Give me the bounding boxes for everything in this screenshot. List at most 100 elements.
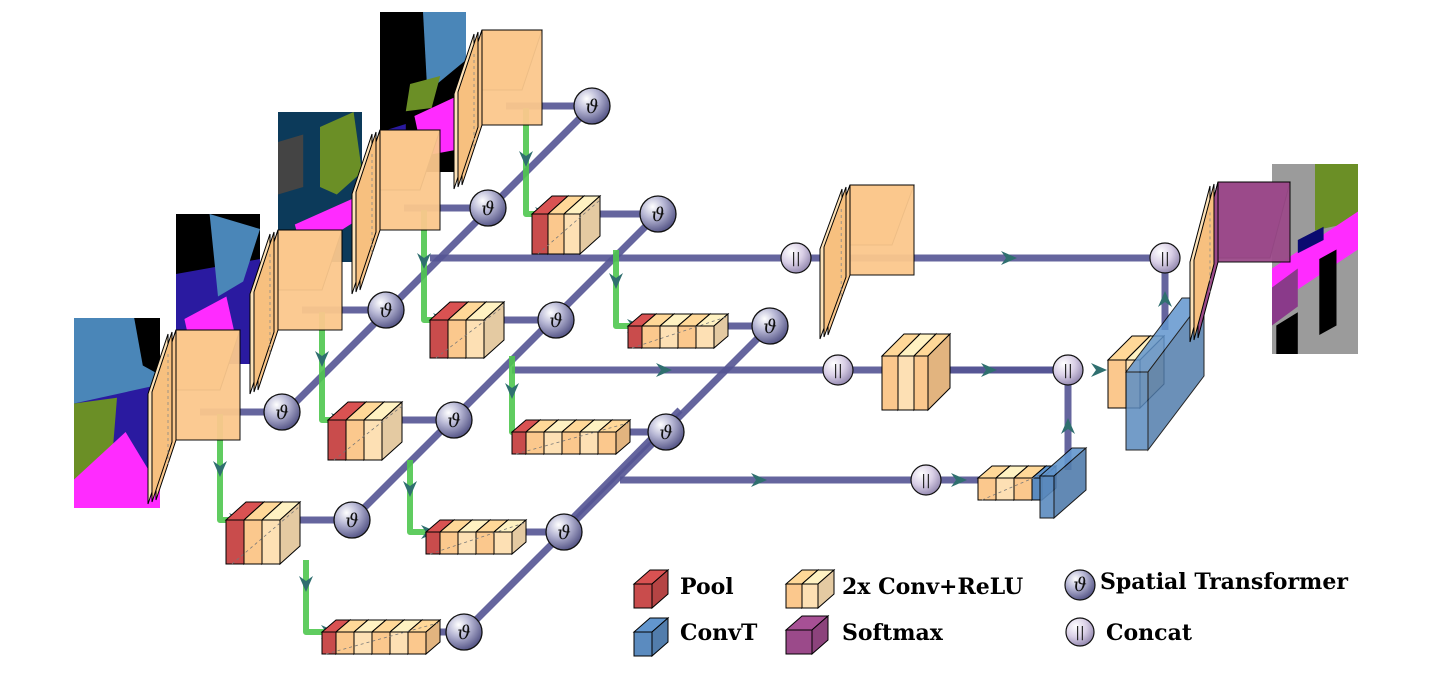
encoder-row-2c-seg-5	[596, 418, 632, 456]
spatial-transformer-node-4: ϑ	[333, 501, 371, 539]
skip-arrow-6	[505, 383, 519, 399]
skip-arrow-5	[403, 481, 417, 497]
spatial-transformer-node-9: ϑ	[545, 513, 583, 551]
encoder-row-2d-seg-4	[694, 312, 730, 350]
encoder-slab-2	[351, 129, 441, 295]
flow-arrow-0	[1001, 251, 1017, 265]
concat-node-mid-right: ||	[1052, 354, 1084, 386]
legend-icon-concat-symbol: ||	[1075, 625, 1084, 641]
segmentation-image-output-region-5	[1297, 226, 1324, 254]
skip-4	[303, 560, 324, 635]
legend-icon-pool	[632, 568, 670, 610]
encoder-slab-3	[453, 29, 543, 190]
skip-5	[407, 460, 428, 535]
flow-arrow-3	[751, 473, 767, 487]
spatial-transformer-node-6: ϑ	[537, 301, 575, 339]
segmentation-image-1-region-2	[74, 432, 160, 508]
spatial-transformer-node-7: ϑ	[639, 195, 677, 233]
spatial-transformer-node-1-symbol: ϑ	[379, 300, 393, 322]
segmentation-image-4-region-0	[423, 12, 466, 92]
spatial-transformer-node-0-symbol: ϑ	[275, 402, 289, 424]
encoder-block-1c	[428, 300, 506, 360]
spatial-transformer-node-8: ϑ	[445, 613, 483, 651]
legend-icon-spatial-transformer-symbol: ϑ	[1073, 574, 1087, 596]
up-arrow-0	[1061, 418, 1075, 434]
encoder-block-1d	[530, 194, 602, 256]
skip-arrow-3	[519, 151, 533, 167]
encoder-slab-0	[147, 329, 241, 505]
legend-icon-concat: ||	[1065, 617, 1095, 647]
segmentation-image-output-region-2	[1272, 268, 1298, 326]
skip-arrow-7	[609, 273, 623, 289]
legend-icon-conv-b	[800, 568, 836, 610]
encoder-block-1b	[326, 400, 404, 462]
skip-arrow-2	[417, 253, 431, 269]
encoder-block-1b-conv-1	[362, 400, 404, 462]
encoder-block-1d-conv-1	[562, 194, 602, 256]
legend-label-convt: ConvT	[680, 620, 758, 646]
flow-arrow-1	[656, 363, 672, 377]
segmentation-image-output-region-4	[1319, 249, 1337, 335]
encoder-row-2c	[510, 418, 632, 456]
spatial-transformer-node-8-symbol: ϑ	[457, 622, 471, 644]
convt-block-low	[1038, 446, 1088, 520]
spatial-transformer-node-5: ϑ	[435, 401, 473, 439]
spatial-transformer-node-3: ϑ	[573, 87, 611, 125]
up-arrow-1	[1158, 291, 1172, 307]
legend-icon-spatial-transformer: ϑ	[1064, 569, 1096, 601]
encoder-row-2a	[320, 618, 442, 656]
encoder-slab-1	[249, 229, 343, 395]
pipe-diag-1	[349, 211, 661, 523]
concat-node-low: ||	[910, 464, 942, 496]
encoder-block-1a	[224, 500, 302, 566]
skip-arrow-1	[315, 351, 329, 367]
segmentation-image-3-region-2	[278, 134, 304, 195]
encoder-block-1c-conv-1	[464, 300, 506, 360]
flow-arrow-4	[951, 473, 967, 487]
segmentation-image-3-region-0	[320, 112, 362, 195]
concat-node-top-symbol: ||	[791, 251, 800, 267]
flow-arrow-14	[1091, 363, 1107, 377]
encoder-block-1a-conv-1	[260, 500, 302, 566]
legend-label-pool: Pool	[680, 574, 734, 600]
spatial-transformer-node-4-symbol: ϑ	[345, 510, 359, 532]
skip-arrow-0	[213, 461, 227, 477]
spatial-transformer-node-9-symbol: ϑ	[557, 522, 571, 544]
decoder-slab-final	[1189, 181, 1291, 343]
concat-node-low-symbol: ||	[921, 473, 930, 489]
legend: Pool 2x Conv+ReLU Spatial Transformer Co…	[632, 568, 1348, 658]
decoder-block-mid-c	[912, 332, 952, 412]
spatial-transformer-node-1: ϑ	[367, 291, 405, 329]
legend-icon-softmax	[784, 614, 830, 656]
segmentation-image-output-region-0	[1315, 164, 1358, 231]
encoder-row-2b-seg-4	[492, 518, 528, 556]
concat-node-mid-right-symbol: ||	[1063, 363, 1072, 379]
flow-arrow-2	[981, 363, 997, 377]
decoder-slab-top	[819, 184, 915, 340]
segmentation-image-output-region-3	[1276, 312, 1298, 354]
skip-arrow-4	[299, 576, 313, 592]
encoder-row-2b	[424, 518, 528, 556]
spatial-transformer-node-7-symbol: ϑ	[651, 204, 665, 226]
spatial-transformer-node-11-symbol: ϑ	[763, 316, 777, 338]
segmentation-image-1-region-3	[134, 318, 160, 375]
encoder-row-2a-seg-5	[406, 618, 442, 656]
encoder-row-2d	[626, 312, 730, 350]
concat-node-mid-symbol: ||	[833, 363, 842, 379]
spatial-transformer-node-11: ϑ	[751, 307, 789, 345]
legend-label-softmax: Softmax	[842, 620, 944, 646]
concat-node-top-right: ||	[1149, 242, 1181, 274]
operator-nodes: ϑ ϑ ϑ ϑ ϑ ϑ ϑ ϑ ϑ ϑ ϑ ϑ || || || || ||	[263, 87, 1181, 651]
spatial-transformer-node-10: ϑ	[647, 413, 685, 451]
spatial-transformer-node-3-symbol: ϑ	[585, 96, 599, 118]
spatial-transformer-node-5-symbol: ϑ	[447, 410, 461, 432]
pipe-diag-2	[461, 323, 773, 635]
segmentation-image-1	[74, 318, 160, 508]
skip-7	[613, 250, 630, 329]
legend-icon-convt	[632, 616, 670, 658]
segmentation-image-1-region-1	[74, 397, 117, 480]
concat-node-top-right-symbol: ||	[1160, 251, 1169, 267]
legend-label-conv: 2x Conv+ReLU	[842, 574, 1023, 600]
